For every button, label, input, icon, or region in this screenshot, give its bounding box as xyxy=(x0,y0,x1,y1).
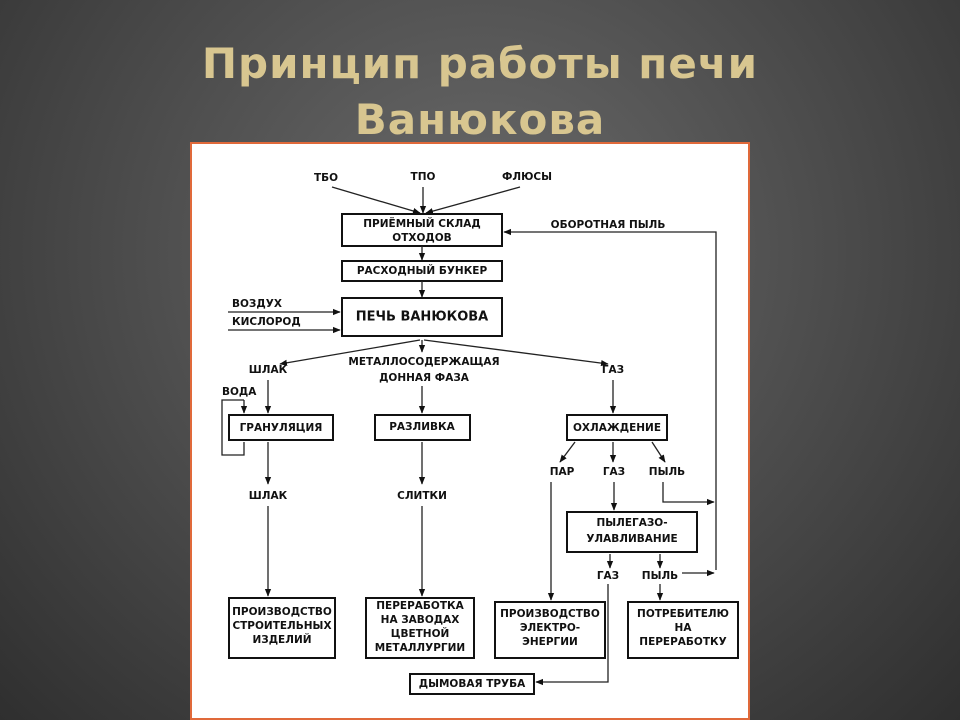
arrow-cooling-dust xyxy=(651,441,666,463)
label-oxygen: КИСЛОРОД xyxy=(232,316,301,328)
granulation-label: ГРАНУЛЯЦИЯ xyxy=(240,422,323,434)
label-tbo: ТБО xyxy=(314,172,338,184)
building-line-3: ИЗДЕЛИЙ xyxy=(252,633,311,646)
power-line-3: ЭНЕРГИИ xyxy=(522,636,578,648)
label-recycled-dust: ОБОРОТНАЯ ПЫЛЬ xyxy=(551,219,666,231)
title-line-2: Ванюкова xyxy=(354,95,606,144)
label-air: ВОЗДУХ xyxy=(232,298,282,310)
capture-line-1: ПЫЛЕГАЗО- xyxy=(596,517,667,529)
box-furnace xyxy=(341,297,503,337)
label-ingots: СЛИТКИ xyxy=(397,490,447,502)
label-gas: ГАЗ xyxy=(602,364,624,376)
arrow-gas-chimney xyxy=(535,584,609,686)
box-dust-gas-capture xyxy=(566,511,698,553)
slide-title: Принцип работы печи Ванюкова xyxy=(0,36,960,148)
box-power xyxy=(494,601,606,659)
box-building xyxy=(228,597,336,659)
label-tpo: ТПО xyxy=(411,171,436,183)
label-gas-2: ГАЗ xyxy=(603,466,625,478)
arrow-dust-recycle xyxy=(662,482,715,506)
cooling-label: ОХЛАЖДЕНИЕ xyxy=(573,422,661,434)
consumer-line-1: ПОТРЕБИТЕЛЮ xyxy=(637,608,729,620)
box-granulation xyxy=(228,414,334,441)
arrow-furnace-gas xyxy=(423,339,609,367)
arrow-flux xyxy=(425,186,521,215)
box-cooling xyxy=(566,414,668,441)
metal-phase-line-1: МЕТАЛЛОСОДЕРЖАЩАЯ xyxy=(348,356,499,368)
label-dust-2: ПЫЛЬ xyxy=(642,570,678,582)
label-steam: ПАР xyxy=(550,466,575,478)
label-dust: ПЫЛЬ xyxy=(649,466,685,478)
power-line-2: ЭЛЕКТРО- xyxy=(520,622,580,634)
box-storage xyxy=(341,213,503,247)
box-casting xyxy=(374,414,471,441)
box-consumer xyxy=(627,601,739,659)
title-line-1: Принцип работы печи xyxy=(201,39,759,88)
water-loop xyxy=(221,399,245,456)
label-water: ВОДА xyxy=(222,386,257,398)
arrow-cooling-steam xyxy=(559,441,576,463)
box-chimney xyxy=(409,673,535,695)
arrow-tbo xyxy=(331,186,421,215)
capture-line-2: УЛАВЛИВАНИЕ xyxy=(586,533,677,545)
consumer-line-2: НА xyxy=(675,622,693,634)
arrow-recycled-dust xyxy=(503,228,717,570)
power-line-1: ПРОИЗВОДСТВО xyxy=(500,608,600,620)
box-processing xyxy=(365,597,475,659)
processing-line-1: ПЕРЕРАБОТКА xyxy=(376,600,464,612)
storage-line-1: ПРИЁМНЫЙ СКЛАД xyxy=(363,216,481,230)
label-gas-3: ГАЗ xyxy=(597,570,619,582)
label-slag-2: ШЛАК xyxy=(249,490,288,502)
furnace-label: ПЕЧЬ ВАНЮКОВА xyxy=(356,310,488,325)
label-flux: ФЛЮСЫ xyxy=(502,171,552,183)
building-line-1: ПРОИЗВОДСТВО xyxy=(232,606,332,618)
arrow-furnace-slag xyxy=(279,339,421,366)
bunker-label: РАСХОДНЫЙ БУНКЕР xyxy=(357,264,488,277)
building-line-2: СТРОИТЕЛЬНЫХ xyxy=(232,620,331,632)
label-slag: ШЛАК xyxy=(249,364,288,376)
consumer-line-3: ПЕРЕРАБОТКУ xyxy=(639,636,726,648)
storage-line-2: ОТХОДОВ xyxy=(392,232,451,244)
metal-phase-line-2: ДОННАЯ ФАЗА xyxy=(379,372,470,384)
processing-line-3: ЦВЕТНОЙ xyxy=(391,627,450,640)
processing-line-2: НА ЗАВОДАХ xyxy=(381,614,460,626)
casting-label: РАЗЛИВКА xyxy=(389,421,455,433)
chimney-label: ДЫМОВАЯ ТРУБА xyxy=(419,678,526,690)
processing-line-4: МЕТАЛЛУРГИИ xyxy=(375,642,465,654)
